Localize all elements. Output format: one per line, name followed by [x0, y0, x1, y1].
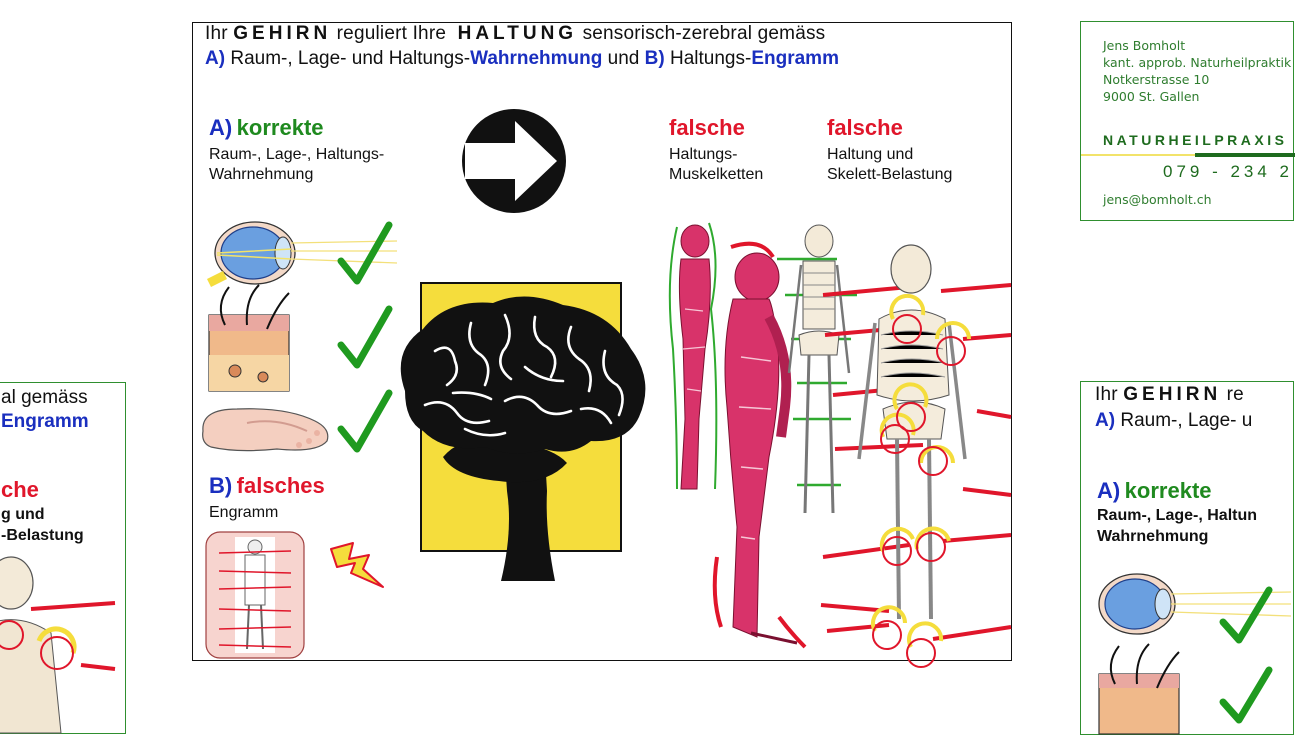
muscle-figure-icon	[712, 241, 807, 649]
subtitle-wahrnehmung: Wahrnehmung	[470, 48, 603, 69]
title-word-sensorisch: sensorisch-zerebral gemäss	[582, 23, 826, 44]
left-fragment-line-3: che	[1, 477, 39, 502]
falsche-2-line-2: Skelett-Belastung	[827, 166, 953, 183]
section-b-heading: B) falsches	[209, 473, 325, 499]
subtitle-a-letter: A)	[205, 48, 226, 69]
title-line: Ihr GEHIRN reguliert Ihre HALTUNG sensor…	[205, 23, 825, 45]
right-fragment-line-1: Raum-, Lage-, Haltun	[1097, 507, 1258, 524]
subtitle-b-letter: B)	[644, 48, 665, 69]
falsche-1-line-2: Muskelketten	[669, 166, 764, 183]
card-name: Jens Bomholt	[1103, 38, 1186, 53]
falsche-2-line-1: Haltung und	[827, 146, 914, 163]
checkmark-icon	[1219, 586, 1273, 644]
title-word-gehirn: GEHIRN	[233, 23, 332, 44]
section-a-heading: A) korrekte	[209, 115, 324, 141]
business-card: Jens Bomholt kant. approb. Naturheilprak…	[1080, 21, 1295, 221]
card-divider-yellow	[1081, 154, 1195, 156]
card-email[interactable]: jens@bomholt.ch	[1103, 192, 1212, 207]
right-fragment-panel: Ihr GEHIRN re A) Raum-, Lage- u A) korre…	[1080, 381, 1294, 735]
skeleton-icon	[820, 244, 1012, 668]
card-brand: NATURHEILPRAXIS	[1103, 132, 1288, 148]
checkmark-icon	[337, 305, 393, 369]
checkmark-icon	[1219, 666, 1273, 724]
subtitle-und: und	[607, 48, 640, 69]
section-a-letter: A)	[209, 115, 233, 140]
title-word-ihr: Ihr	[205, 23, 228, 44]
right-fragment-heading: A) korrekte	[1097, 478, 1212, 504]
skeleton-icon	[777, 224, 857, 514]
falsche-1-line-1: Haltungs-	[669, 146, 738, 163]
left-fragment-line-2: Engramm	[1, 411, 89, 432]
right-fragment-title: Ihr GEHIRN re	[1095, 384, 1244, 406]
right-subtitle-text: Raum-, Lage- u	[1120, 410, 1253, 431]
card-divider-green	[1195, 153, 1295, 157]
brain-icon	[400, 282, 646, 581]
right-subtitle-a-letter: A)	[1095, 410, 1116, 431]
lightning-icon	[330, 542, 384, 588]
card-profession: kant. approb. Naturheilpraktik	[1103, 55, 1292, 70]
left-fragment-line-1: al gemäss	[1, 387, 88, 408]
section-a-line-2: Wahrnehmung	[209, 166, 314, 183]
card-street: Notkerstrasse 10	[1103, 72, 1210, 87]
falsche-1-heading: falsche	[669, 115, 745, 140]
title-word-haltung: HALTUNG	[457, 23, 578, 44]
skeleton-fragment-icon	[0, 556, 116, 734]
falsche-2-heading: falsche	[827, 115, 903, 140]
right-title-word-ihr: Ihr	[1095, 384, 1118, 405]
eye-icon	[1098, 573, 1292, 635]
left-fragment-line-4: g und	[1, 506, 45, 523]
main-diagram-panel: Ihr GEHIRN reguliert Ihre HALTUNG sensor…	[192, 22, 1012, 668]
skin-icon	[1098, 643, 1180, 735]
section-a-title: korrekte	[236, 115, 324, 140]
section-b-line-1: Engramm	[209, 504, 279, 521]
left-fragment-panel: al gemäss Engramm che g und -Belastung	[0, 382, 126, 734]
checkmark-icon	[337, 221, 393, 285]
card-phone: 079 - 234 2	[1163, 162, 1294, 181]
right-fragment-line-2: Wahrnehmung	[1097, 528, 1209, 545]
arrow-right-icon	[462, 109, 566, 213]
section-b-letter: B)	[209, 473, 233, 498]
subtitle-line: A) Raum-, Lage- und Haltungs-Wahrnehmung…	[205, 48, 839, 70]
skin-icon	[208, 284, 290, 392]
left-fragment-line-5: -Belastung	[1, 527, 84, 544]
foot-icon	[202, 408, 329, 452]
right-title-word-gehirn: GEHIRN	[1123, 384, 1222, 405]
muscle-figure-icon	[668, 222, 718, 490]
right-heading-title: korrekte	[1124, 478, 1212, 503]
section-b-title: falsches	[236, 473, 325, 498]
subtitle-part-1: Raum-, Lage- und Haltungs-	[230, 48, 471, 69]
eye-icon	[207, 221, 398, 287]
subtitle-part-4: Haltungs-	[670, 48, 752, 69]
subtitle-engramm: Engramm	[751, 48, 839, 69]
engramm-skeleton-icon	[205, 531, 305, 659]
title-word-reguliert: reguliert Ihre	[336, 23, 447, 44]
right-heading-letter: A)	[1097, 478, 1121, 503]
card-city: 9000 St. Gallen	[1103, 89, 1200, 104]
section-a-line-1: Raum-, Lage-, Haltungs-	[209, 146, 385, 163]
right-title-word-re: re	[1226, 384, 1244, 405]
checkmark-icon	[337, 389, 393, 453]
right-fragment-subtitle: A) Raum-, Lage- u	[1095, 410, 1252, 432]
